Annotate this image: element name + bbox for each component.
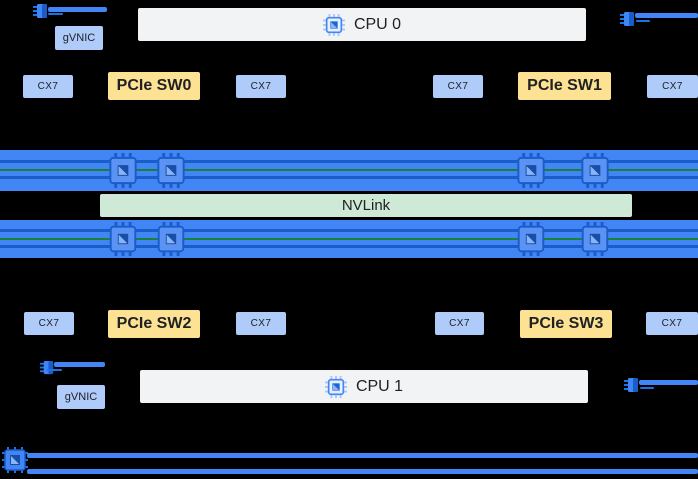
network-port-icon (33, 3, 49, 19)
rail-bus-line (27, 469, 698, 474)
cpu1-bar: CPU 1 (140, 370, 588, 403)
nvlink-trace-line (0, 169, 698, 171)
pcie-sw2-label: PCIe SW2 (116, 315, 192, 332)
network-link-line (635, 13, 698, 18)
cx7-box: CX7 (236, 75, 286, 98)
cx7-label: CX7 (38, 317, 60, 329)
network-link-line (47, 369, 62, 371)
network-link-line (54, 362, 105, 367)
cx7-box: CX7 (433, 75, 483, 98)
network-port-icon (40, 360, 55, 375)
gpu-chip-icon (516, 153, 546, 188)
gpu-chip-icon (516, 222, 546, 256)
cx7-label: CX7 (662, 80, 683, 92)
cx7-box: CX7 (23, 75, 73, 98)
rail-chip-icon (2, 447, 28, 473)
gpu-bus-line (0, 176, 698, 179)
gpu-bus-line (0, 229, 698, 232)
rail-bus-line (27, 453, 698, 458)
network-link-line (48, 13, 63, 15)
pcie-sw1-label: PCIe SW1 (527, 77, 602, 94)
cpu0-label: CPU 0 (353, 15, 402, 33)
gpu-bus-line (0, 160, 698, 163)
cpu1-label: CPU 1 (355, 377, 404, 395)
nvlink-trace-line (0, 238, 698, 240)
cx7-label: CX7 (661, 317, 683, 329)
gpu-bar-top (0, 150, 698, 191)
pcie-sw3-label: PCIe SW3 (528, 315, 604, 332)
gpu-bar-bottom (0, 220, 698, 258)
gpu-chip-icon (156, 222, 186, 256)
cx7-label: CX7 (37, 80, 59, 92)
nvlink-bar: NVLink (100, 194, 632, 217)
network-link-line (48, 7, 107, 12)
pcie-sw1-box: PCIe SW1 (518, 72, 611, 100)
cx7-box: CX7 (435, 312, 484, 335)
pcie-sw3-box: PCIe SW3 (520, 310, 612, 338)
gpu-bus-line (0, 245, 698, 248)
network-link-line (639, 380, 698, 385)
gpu-chip-icon (108, 153, 138, 188)
gpu-chip-icon (580, 153, 610, 188)
pcie-sw0-label: PCIe SW0 (116, 77, 192, 94)
nvlink-label: NVLink (341, 197, 391, 214)
cpu-chip-icon (323, 14, 345, 36)
gvnic-box-top: gVNIC (55, 26, 103, 50)
gvnic-label: gVNIC (64, 390, 98, 403)
network-port-icon (620, 11, 636, 27)
gpu-chip-icon (580, 222, 610, 256)
cx7-box: CX7 (24, 312, 74, 335)
cx7-label: CX7 (447, 80, 469, 92)
cpu-chip-icon (325, 376, 347, 398)
network-link-line (636, 20, 650, 22)
cx7-box: CX7 (646, 312, 698, 335)
pcie-sw2-box: PCIe SW2 (108, 310, 200, 338)
network-link-line (640, 387, 654, 389)
cx7-label: CX7 (250, 317, 272, 329)
cx7-label: CX7 (250, 80, 272, 92)
network-port-icon (624, 377, 640, 393)
cx7-box: CX7 (236, 312, 286, 335)
cpu0-bar: CPU 0 (138, 8, 586, 41)
gpu-chip-icon (156, 153, 186, 188)
cx7-label: CX7 (449, 317, 470, 329)
gvnic-box-bottom: gVNIC (57, 385, 105, 409)
pcie-sw0-box: PCIe SW0 (108, 72, 200, 100)
gvnic-label: gVNIC (62, 31, 96, 44)
cx7-box: CX7 (647, 75, 698, 98)
gpu-chip-icon (108, 222, 138, 256)
